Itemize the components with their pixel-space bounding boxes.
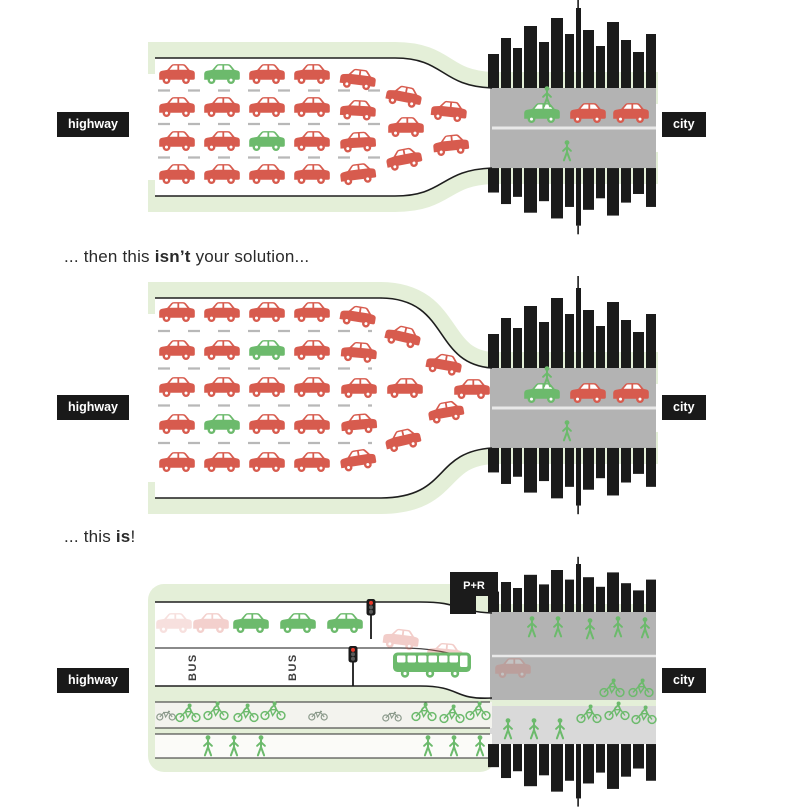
road-edge: [155, 685, 493, 699]
bus-lane-marking-text: BUS: [187, 653, 199, 681]
bus-lane-marking-text: BUS: [287, 653, 299, 681]
highway-label-panel3: highway: [57, 668, 130, 693]
city-label-panel2: city: [662, 395, 706, 420]
caption-text: your solution...: [190, 247, 310, 266]
road-edge: [155, 297, 493, 369]
caption-bold-text: is: [115, 527, 131, 546]
caption-text: !: [130, 527, 136, 546]
caption-this-is: ... this is!: [64, 527, 135, 547]
city-skyline-bottom: [488, 168, 656, 235]
highway-label-panel1: highway: [57, 112, 130, 137]
city-skyline-top: [488, 0, 656, 88]
park-and-ride-building: [450, 572, 498, 614]
city-skyline-bottom: [488, 447, 656, 515]
panel-congestion: [148, 0, 658, 235]
panel-solution: P+R BUS BUS: [148, 556, 657, 807]
caption-not-solution: ... then this isn’t your solution...: [64, 247, 309, 267]
road-edge: [155, 57, 493, 89]
caption-text: ... then this: [64, 247, 155, 266]
city-skyline-bottom: [488, 744, 656, 807]
city-skyline-top: [488, 556, 656, 612]
city-label-panel1: city: [662, 112, 706, 137]
road-edge: [155, 447, 493, 499]
city-label-panel3: city: [662, 668, 706, 693]
park-and-ride-label: P+R: [463, 580, 485, 592]
panel-wider-highway: [148, 276, 658, 515]
caption-bold-text: isn’t: [154, 247, 191, 266]
road-edge: [155, 167, 493, 197]
city-path-band: [490, 706, 656, 744]
city-skyline-top: [488, 276, 656, 368]
greenery-strip: [490, 699, 656, 706]
caption-text: ... this: [64, 527, 116, 546]
highway-label-panel2: highway: [57, 395, 130, 420]
